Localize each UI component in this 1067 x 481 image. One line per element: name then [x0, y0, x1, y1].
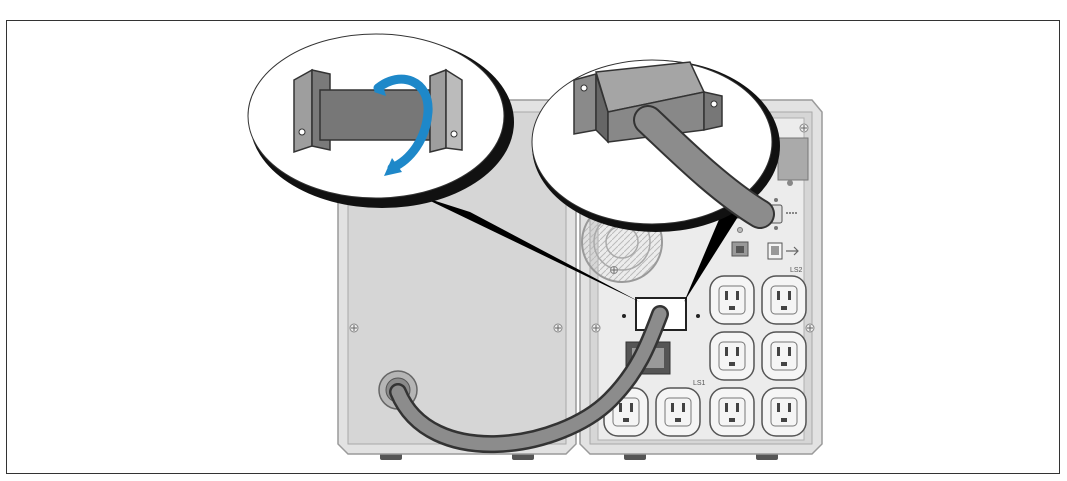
ground-screw-icon [349, 323, 359, 333]
usb-icon [767, 242, 799, 260]
outlet [761, 331, 807, 381]
outlet-group-ls1 [603, 387, 807, 437]
callout-bracket-rotate [247, 33, 514, 208]
callout-connector [531, 59, 780, 232]
rotate-arrow-icon [373, 74, 433, 176]
outlet [761, 275, 807, 325]
ls2-label: LS2 [790, 267, 803, 274]
outlet [709, 387, 755, 437]
outlet [709, 331, 755, 381]
outlet-group-ls2 [709, 275, 807, 381]
connector-icon [573, 61, 723, 144]
outlet [655, 387, 701, 437]
ground-screw-icon [799, 123, 809, 133]
bracket-icon [293, 68, 463, 154]
breaker-panel [777, 137, 809, 181]
outlet [709, 275, 755, 325]
ground-screw-icon [553, 323, 563, 333]
outlet [761, 387, 807, 437]
ls1-label: LS1 [693, 380, 706, 387]
ground-screw-icon [805, 323, 815, 333]
callout-pointer-left [420, 196, 640, 302]
ground-screw-icon [591, 323, 601, 333]
ground-screw-icon [610, 266, 618, 274]
